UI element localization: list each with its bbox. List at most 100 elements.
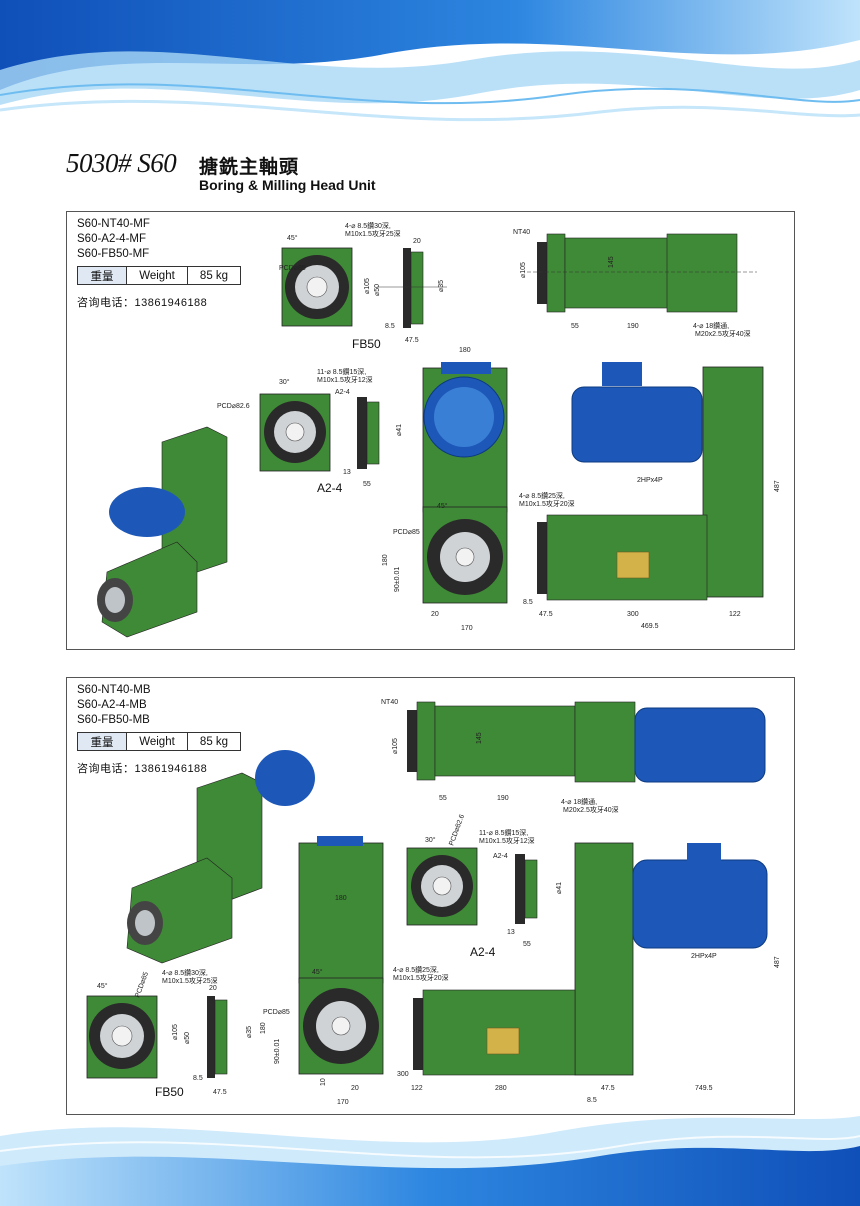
product-render bbox=[97, 426, 228, 638]
contact-phone: 咨询电话：13861946188 bbox=[77, 297, 208, 309]
model-name: S60-FB50-MB bbox=[77, 714, 150, 726]
panel-mf-series: S60-NT40-MF S60-A2-4-MF S60-FB50-MF 重量 W… bbox=[66, 211, 795, 650]
model-name: S60-A2-4-MF bbox=[77, 233, 147, 245]
view-label-fb50: FB50 bbox=[352, 337, 381, 351]
motor-label: 2HPx4P bbox=[637, 477, 663, 484]
hole-note: M10x1.5攻牙20深 bbox=[393, 973, 449, 982]
weight-value: 85 kg bbox=[187, 266, 241, 285]
dimension-label: 20 bbox=[351, 1085, 359, 1092]
dimension-label: 8.5 bbox=[385, 323, 395, 330]
dimension-label: ⌀35 bbox=[438, 280, 445, 292]
dimension-label: 20 bbox=[209, 985, 217, 992]
dimension-label: 180 bbox=[382, 554, 389, 566]
dimension-label: ⌀50 bbox=[184, 1032, 191, 1044]
dimension-label: 55 bbox=[571, 323, 579, 330]
model-name: S60-NT40-MB bbox=[77, 684, 151, 696]
hole-note: M10x1.5攻牙20深 bbox=[519, 499, 575, 508]
hole-note: M10x1.5攻牙25深 bbox=[162, 976, 218, 985]
dimension-label: 55 bbox=[439, 795, 447, 802]
technical-drawings: PCD⌀85 45° 4-⌀ 8.5鑽30深, M10x1.5攻牙25深 20 … bbox=[97, 221, 781, 638]
label-nt40: NT40 bbox=[513, 229, 530, 236]
hole-note: M10x1.5攻牙25深 bbox=[345, 229, 401, 238]
dimension-label: 90±0.01 bbox=[394, 567, 401, 592]
front-view-with-motor bbox=[422, 362, 508, 604]
dimension-label: 487 bbox=[774, 480, 781, 492]
dimension-label: 749.5 bbox=[695, 1085, 713, 1092]
model-name: S60-NT40-MF bbox=[77, 218, 150, 230]
dimension-label: 8.5 bbox=[587, 1097, 597, 1104]
dimension-label: ⌀105 bbox=[364, 278, 371, 294]
view-label-fb50: FB50 bbox=[155, 1085, 184, 1099]
hole-note: 11-⌀ 8.5鑽15深, bbox=[317, 367, 366, 376]
fb50-side-view bbox=[377, 248, 447, 328]
fb50-front-view bbox=[281, 247, 353, 327]
dimension-label: 122 bbox=[411, 1085, 423, 1092]
weight-key-en: Weight bbox=[126, 732, 188, 751]
footer-wave-background bbox=[0, 1116, 860, 1206]
hole-note: M10x1.5攻牙12深 bbox=[317, 375, 373, 384]
dimension-label: 13 bbox=[507, 929, 515, 936]
hole-note: 4-⌀ 8.5鑽25深, bbox=[393, 965, 439, 974]
dimension-label: ⌀41 bbox=[556, 882, 563, 894]
hole-note: 11-⌀ 8.5鑽15深, bbox=[479, 828, 528, 837]
angle-label: 45° bbox=[287, 234, 298, 242]
model-list: S60-NT40-MB S60-A2-4-MB S60-FB50-MB bbox=[77, 683, 151, 728]
panel-mb-series: S60-NT40-MB S60-A2-4-MB S60-FB50-MB 重量 W… bbox=[66, 677, 795, 1115]
dimension-label: 300 bbox=[397, 1071, 409, 1078]
pcd-label: PCD⌀82.6 bbox=[448, 814, 466, 847]
label-nt40: NT40 bbox=[381, 699, 398, 706]
dimension-label: 10 bbox=[320, 1078, 327, 1086]
technical-drawings: NT40 ⌀105 145 55 190 4-⌀ 18鑽通, M20x2.5攻牙… bbox=[86, 699, 781, 1106]
hole-note: 4-⌀ 18鑽通, bbox=[693, 321, 729, 330]
hole-note: 4-⌀ 8.5鑽30深, bbox=[162, 968, 208, 977]
dimension-label: ⌀105 bbox=[172, 1024, 179, 1040]
dimension-label: 145 bbox=[476, 732, 483, 744]
dimension-label: ⌀105 bbox=[392, 738, 399, 754]
dimension-label: 55 bbox=[363, 481, 371, 488]
side-view-with-motor bbox=[537, 362, 764, 601]
model-list: S60-NT40-MF S60-A2-4-MF S60-FB50-MF bbox=[77, 217, 150, 262]
angle-label: 45° bbox=[437, 502, 448, 510]
label-a24: A2-4 bbox=[335, 389, 350, 396]
dimension-label: 47.5 bbox=[213, 1089, 227, 1096]
a24-side-view bbox=[515, 854, 538, 924]
dimension-label: 280 bbox=[495, 1085, 507, 1092]
dimension-label: 170 bbox=[337, 1099, 349, 1106]
angle-label: 30° bbox=[425, 836, 436, 844]
dimension-label: 300 bbox=[627, 611, 639, 618]
dimension-label: 8.5 bbox=[193, 1075, 203, 1082]
pcd-label: PCD⌀85 bbox=[134, 971, 150, 999]
weight-table: 重量 Weight 85 kg bbox=[77, 732, 241, 751]
side-view-with-motor bbox=[413, 842, 768, 1076]
model-number: 5030# S60 bbox=[66, 148, 177, 178]
dimension-label: 487 bbox=[774, 956, 781, 968]
model-name: S60-FB50-MF bbox=[77, 248, 150, 260]
dimension-label: 20 bbox=[413, 238, 421, 245]
hole-note: 4-⌀ 8.5鑽25深, bbox=[519, 491, 565, 500]
a24-front-view bbox=[259, 393, 331, 472]
contact-phone: 咨询电话：13861946188 bbox=[77, 763, 208, 775]
dimension-label: 20 bbox=[431, 611, 439, 618]
dimension-label: 180 bbox=[459, 347, 471, 354]
title-chinese: 搪銑主軸頭 bbox=[199, 157, 300, 178]
view-label-a24: A2-4 bbox=[317, 481, 343, 495]
angle-label: 30° bbox=[279, 378, 290, 386]
weight-key-cn: 重量 bbox=[77, 266, 127, 285]
weight-key-cn: 重量 bbox=[77, 732, 127, 751]
dimension-label: 180 bbox=[260, 1022, 267, 1034]
title-english: Boring & Milling Head Unit bbox=[199, 177, 376, 193]
pcd-label: PCD⌀85 bbox=[279, 265, 306, 272]
front-view-tall bbox=[298, 836, 384, 1075]
a24-front-view bbox=[406, 847, 478, 926]
dimension-label: 122 bbox=[729, 611, 741, 618]
hole-note: M10x1.5攻牙12深 bbox=[479, 836, 535, 845]
dimension-label: 55 bbox=[523, 941, 531, 948]
dimension-label: 47.5 bbox=[601, 1085, 615, 1092]
dimension-label: 180 bbox=[335, 895, 347, 902]
hole-note: 4-⌀ 18鑽通, bbox=[561, 797, 597, 806]
fb50-side-view bbox=[207, 996, 228, 1078]
angle-label: 45° bbox=[312, 968, 323, 976]
nt40-side-view-with-motor bbox=[407, 701, 766, 783]
dimension-label: 47.5 bbox=[405, 337, 419, 344]
angle-label: 45° bbox=[97, 982, 108, 990]
